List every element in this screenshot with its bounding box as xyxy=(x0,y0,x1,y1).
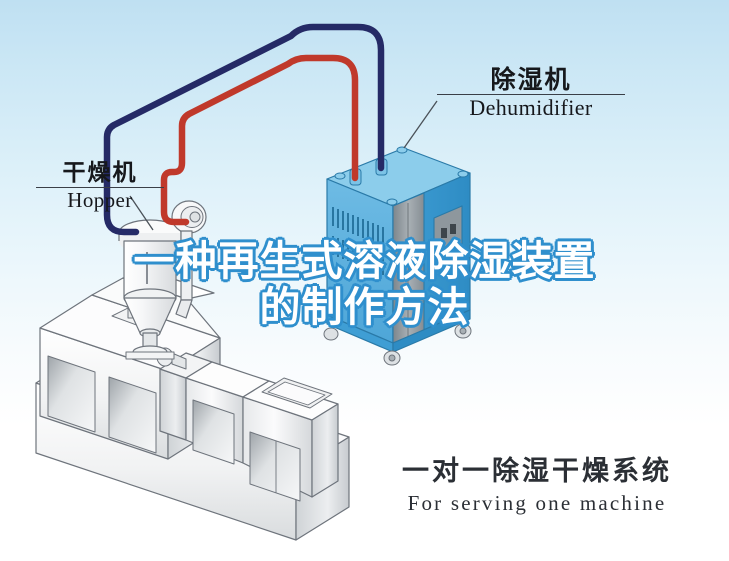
dehumidifier-port-boss-3 xyxy=(457,170,469,178)
dehumidifier-port-boss-2 xyxy=(396,146,408,154)
dehumidifier-label-rule xyxy=(437,94,625,95)
dehumidifier-port-boss-1 xyxy=(334,172,346,180)
hopper-label-cn: 干燥机 xyxy=(62,160,138,186)
machine-window-4 xyxy=(249,431,301,502)
dehumidifier-unit xyxy=(323,146,472,366)
dehumidifier-control-panel[interactable] xyxy=(433,205,463,259)
hopper-mount-plate xyxy=(125,351,175,360)
machine-lid-recess-inner xyxy=(267,381,326,406)
dehumidifier-port-boss-4 xyxy=(386,198,398,206)
hopper-label-en: Hopper xyxy=(67,187,133,212)
caster-left xyxy=(323,327,339,341)
hopper-leader-line xyxy=(129,195,154,231)
dehumidifier-display-digit-1 xyxy=(441,228,447,238)
supply-pipe-red xyxy=(160,54,359,226)
dehumidifier-skirt-right xyxy=(392,309,471,353)
dehumidifier-leader-line xyxy=(403,100,438,149)
hopper-label-rule xyxy=(36,186,164,188)
hopper-return-duct-elbow xyxy=(175,299,193,319)
hopper-return-duct xyxy=(180,230,193,301)
hopper-dryer xyxy=(118,200,207,360)
dehumidifier-label: 除湿机 Dehumidifier xyxy=(437,66,625,121)
dehumidifier-vent-bank-lower xyxy=(332,236,384,275)
machine-right-block-b-side xyxy=(311,403,339,498)
system-caption-cn: 一对一除湿干燥系统 xyxy=(402,456,672,487)
machine-window-1 xyxy=(47,355,96,433)
caster-right-hub xyxy=(459,327,467,335)
caster-front-hub xyxy=(388,354,396,362)
dehumidifier-display-digit-2 xyxy=(450,224,456,234)
machine-nozzle-neck xyxy=(171,352,187,370)
return-pipe-navy xyxy=(103,23,385,236)
hopper-blower-hub xyxy=(189,211,201,223)
dehumidifier-label-en: Dehumidifier xyxy=(469,95,593,120)
machine-window-2 xyxy=(108,376,157,454)
machine-mid-block-front xyxy=(159,368,187,441)
dehumidifier-vent-bank-upper xyxy=(332,207,384,246)
dehumidifier-label-cn: 除湿机 xyxy=(490,65,572,94)
dehumidifier-casters xyxy=(323,323,472,366)
injection-molding-machine xyxy=(35,276,350,541)
system-caption: 一对一除湿干燥系统 For serving one machine xyxy=(376,457,698,516)
system-caption-en: For serving one machine xyxy=(407,491,667,516)
hopper-label: 干燥机 Hopper xyxy=(36,161,164,212)
machine-window-3 xyxy=(192,399,235,465)
